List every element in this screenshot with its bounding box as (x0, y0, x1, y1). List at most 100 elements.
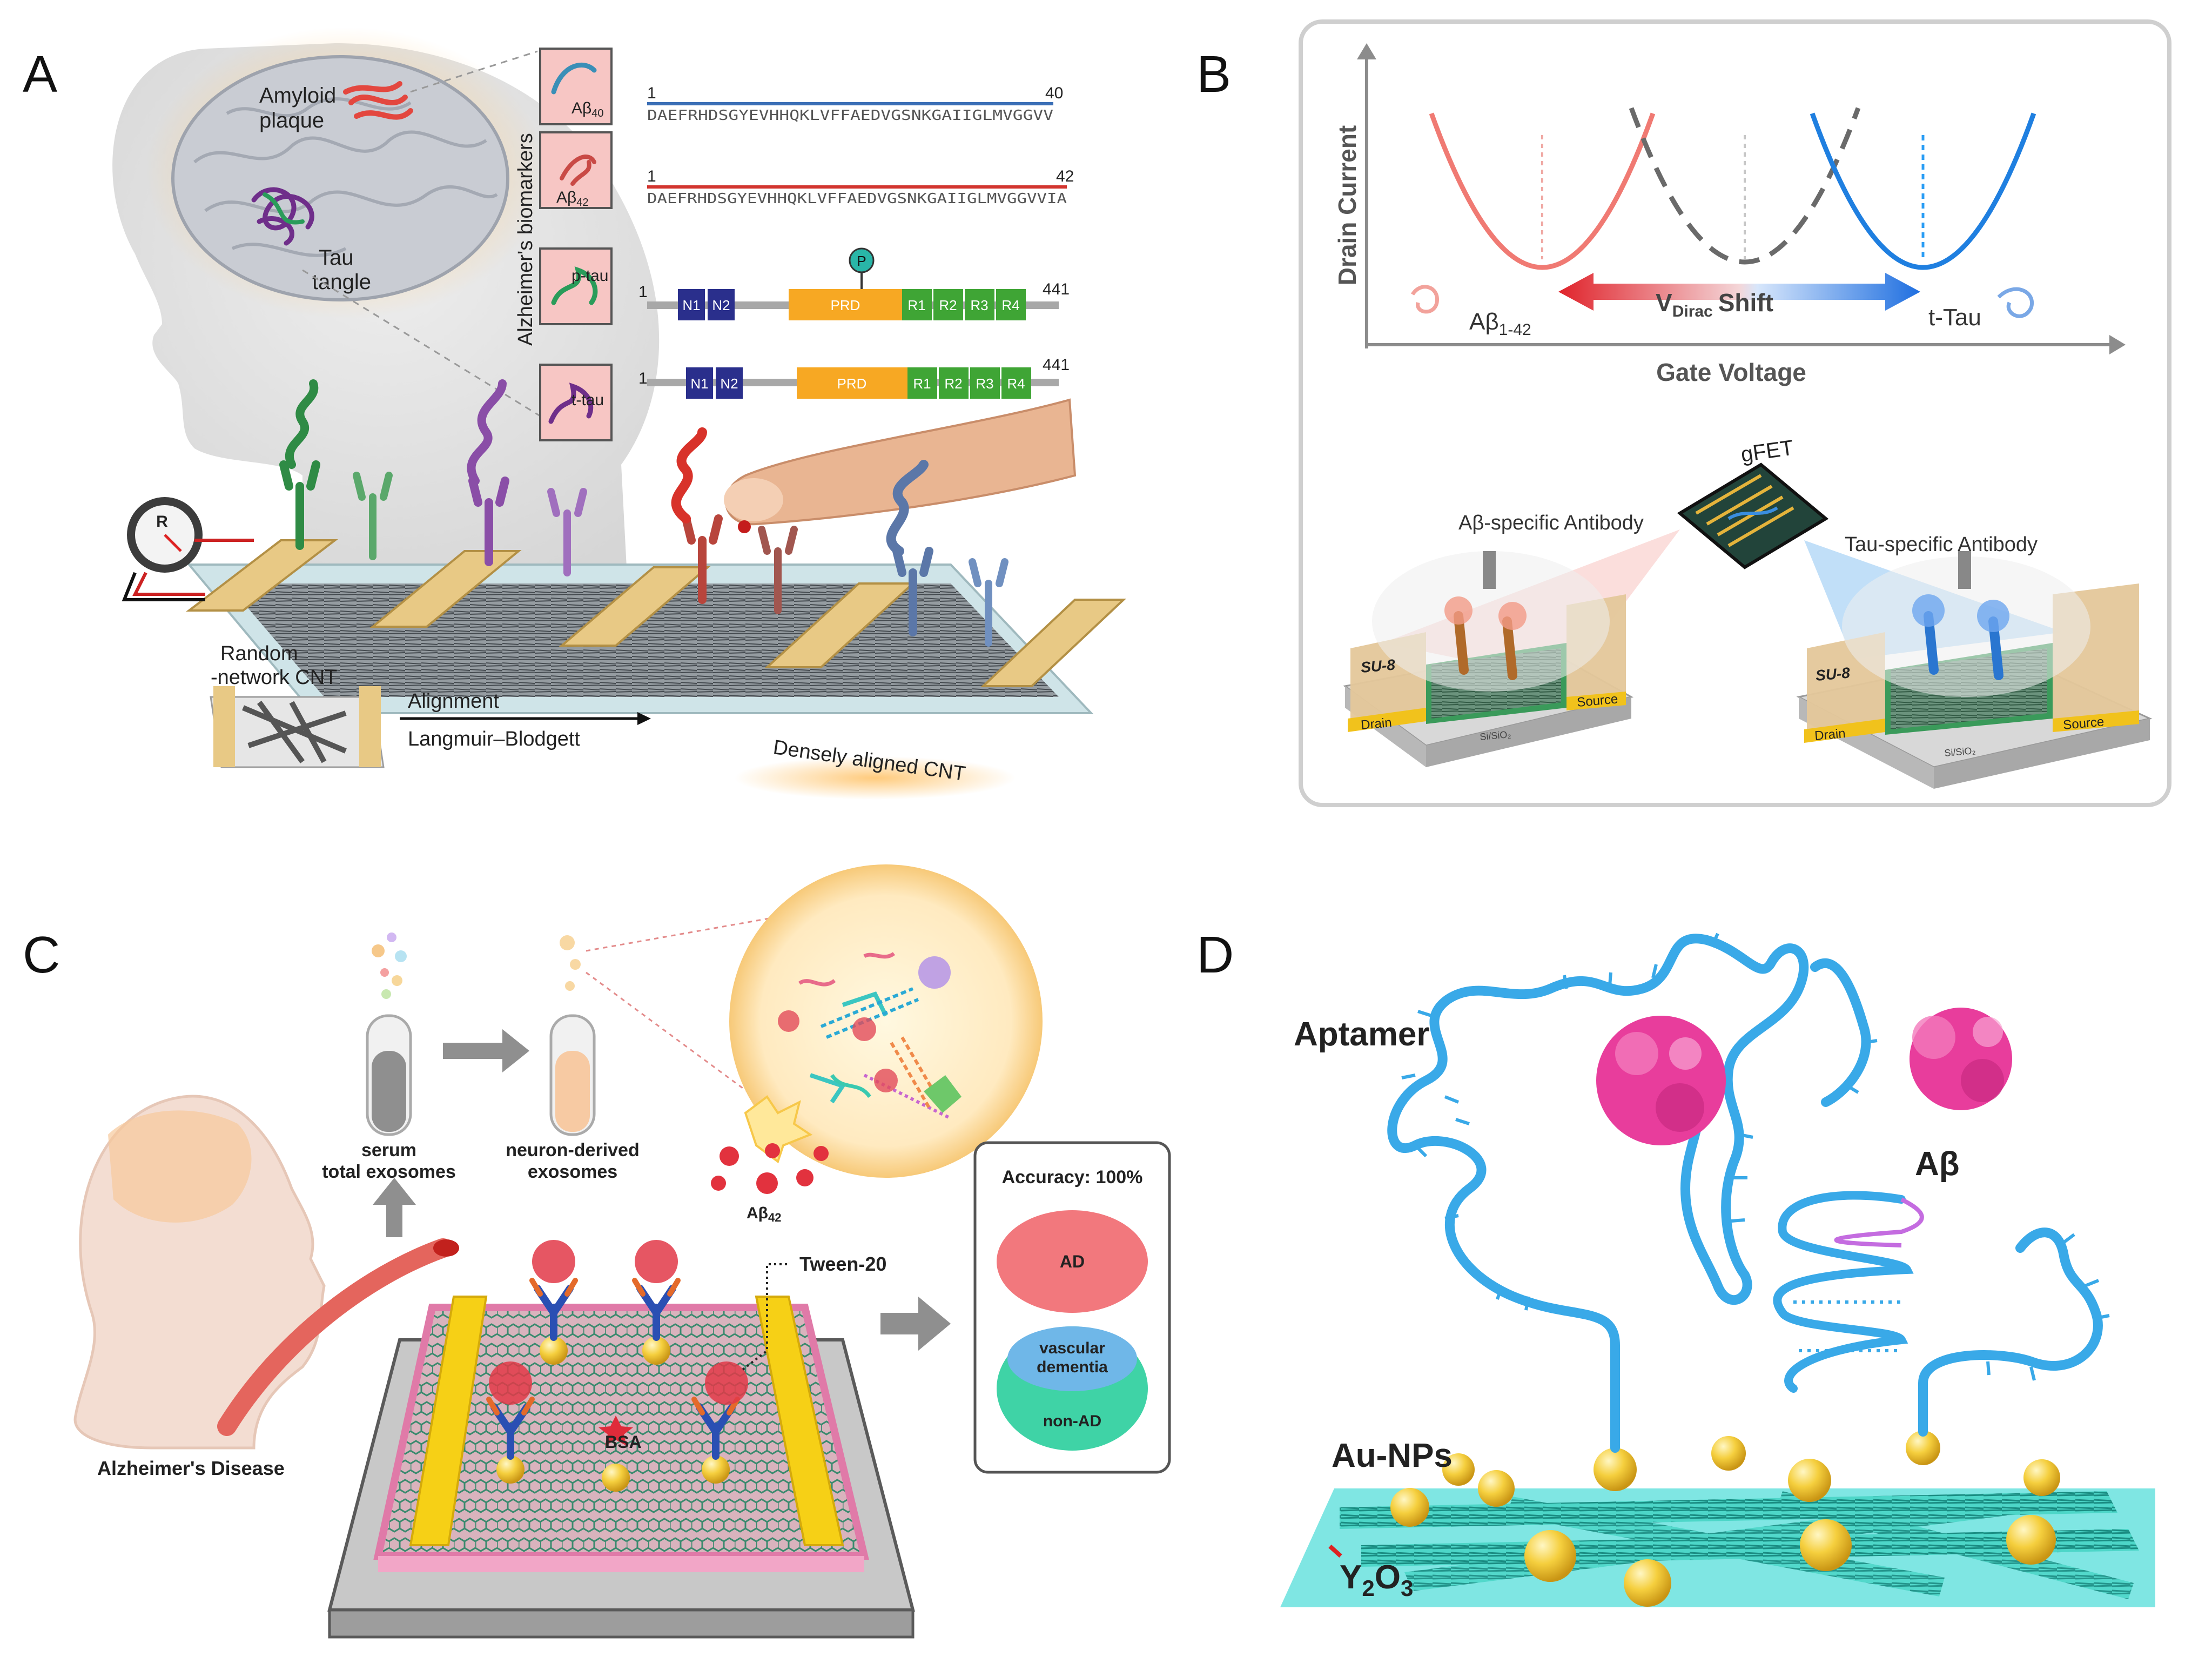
panel-d: D (1196, 926, 2155, 1607)
ad-oval (997, 1210, 1148, 1313)
lb-label: Langmuir–Blodgett (408, 728, 580, 750)
right-arrow-result (880, 1297, 951, 1351)
ab40-start: 1 (647, 84, 656, 102)
vdirac-shift-arrow (1558, 273, 1920, 311)
ptau-prd: PRD (831, 297, 860, 313)
phospho-label: P (857, 253, 866, 269)
amyloid-plaque-icon (343, 81, 413, 120)
ptau-n2: N2 (712, 297, 730, 313)
tau-antibody-label: Tau-specific Antibody (1845, 533, 2038, 556)
ttau-n2: N2 (720, 375, 738, 392)
source-label-right: Source (2062, 714, 2105, 733)
fingernail (724, 478, 783, 521)
aptamer-label: Aptamer (1294, 1016, 1430, 1053)
alignment-arrowhead (637, 712, 651, 725)
biomarker-box-ttau: t-tau (539, 364, 613, 441)
ab42-sequence: DAEFRHDSGYEVHHQKLVFFAEDVGSNKGAIIGLMVGGVV… (647, 191, 1067, 207)
tween-label: Tween-20 (799, 1253, 886, 1275)
ptau-n1: N1 (682, 297, 700, 313)
drain-label-left: Drain (1360, 715, 1392, 733)
tau-molecule-icon (1997, 287, 2034, 318)
bsa-label: BSA (605, 1432, 642, 1452)
y-axis-label: Drain Current (1333, 125, 1361, 285)
amyloid-label-1: Amyloid (259, 84, 336, 108)
antibody-targets-a (279, 379, 1008, 647)
biomarkers-label: Alzheimer's biomarkers (514, 133, 537, 346)
ab42-label: Aβ42 (556, 189, 589, 209)
random-label-1: Random (220, 642, 298, 665)
ttau-r4: R4 (1007, 375, 1025, 392)
ptau-r2: R2 (939, 297, 957, 313)
ttau-label-b: t-Tau (1928, 304, 1981, 331)
panel-c-letter: C (23, 926, 60, 984)
alignment-label: Alignment (408, 690, 499, 713)
x-axis-arrow (2109, 335, 2126, 354)
neuron-label-1: neuron-derived (506, 1140, 639, 1160)
biomarker-box-ab42: Aβ42 (539, 131, 613, 209)
ab42-start: 1 (647, 167, 656, 185)
right-arrow-tubes (443, 1029, 529, 1072)
amyloid-label-2: plaque (259, 109, 324, 132)
up-arrow (373, 1178, 416, 1237)
vascular-oval (1007, 1326, 1137, 1391)
aptamer-strand-1 (1387, 933, 1878, 1453)
ttau-r3: R3 (976, 375, 993, 392)
drain-label-right: Drain (1814, 726, 1846, 743)
panel-d-letter: D (1196, 926, 1234, 984)
device-abeta: SU-8 Drain Source Si/SiO₂ (1343, 551, 1634, 767)
ad-label: AD (1060, 1252, 1085, 1271)
su8-label-left: SU-8 (1360, 656, 1396, 675)
su8-label-right: SU-8 (1815, 664, 1851, 683)
y2o3-label: Y2O3 (1340, 1559, 1413, 1601)
ab40-sequence: DAEFRHDSGYEVHHQKLVFFAEDVGSNKGAIIGLMVGGVV (647, 108, 1053, 124)
panel-a-letter: A (23, 45, 57, 103)
ttau-n1: N1 (690, 375, 708, 392)
ab40-end: 40 (1045, 84, 1063, 102)
ttau-end: 441 (1043, 356, 1070, 374)
biomarker-box-ab40: Aβ40 (539, 48, 613, 125)
meter-label: R (156, 513, 168, 531)
source-label-left: Source (1576, 692, 1618, 710)
released-abeta (711, 1143, 829, 1194)
disease-label: Alzheimer's Disease (97, 1457, 285, 1479)
ptau-r1: R1 (907, 297, 925, 313)
neuron-label-2: exosomes (528, 1162, 617, 1182)
biomarker-box-ptau: p-tau (539, 247, 613, 325)
abeta-molecule-icon (1411, 285, 1439, 314)
serum-label-2: total exosomes (322, 1162, 456, 1182)
aunps-label: Au-NPs (1332, 1437, 1453, 1474)
patient-brain (108, 1110, 252, 1223)
blood-drop-c (433, 1239, 459, 1257)
ptau-r4: R4 (1001, 297, 1019, 313)
ttau-r1: R1 (913, 375, 931, 392)
serum-label-1: serum (361, 1140, 416, 1160)
random-label-2: -network CNT (211, 666, 337, 689)
abeta-label-d: Aβ (1915, 1145, 1960, 1183)
ttau-start: 1 (638, 370, 648, 387)
ab40-label: Aβ40 (572, 99, 604, 119)
tube-neuron (549, 935, 596, 1136)
tau-label-2: tangle (312, 270, 371, 294)
aptamer-strand-2 (1773, 1191, 2110, 1437)
ttau-prd: PRD (837, 375, 867, 392)
device-tau: SU-8 Drain Source Si/SiO₂ (1796, 551, 2153, 789)
tau-label-1: Tau (319, 246, 354, 270)
abeta-label: Aβ1-42 (1469, 308, 1531, 339)
electrodes-a (186, 539, 1127, 687)
brain (171, 55, 509, 301)
ab-antibody-label: Aβ-specific Antibody (1458, 512, 1644, 534)
exosome-zoom (729, 864, 1043, 1178)
zoom-lines (302, 50, 541, 417)
gold-nanoparticles (1390, 1431, 2060, 1607)
curve-abeta (1429, 112, 1656, 270)
ptau-label: p-tau (572, 267, 608, 285)
ptau-end: 441 (1043, 280, 1070, 298)
blood-vessel (217, 1238, 453, 1436)
y-axis-arrow (1357, 43, 1376, 59)
antibodies-c (486, 1240, 748, 1492)
phospho-icon (849, 247, 875, 273)
dense-glow (735, 756, 1016, 800)
